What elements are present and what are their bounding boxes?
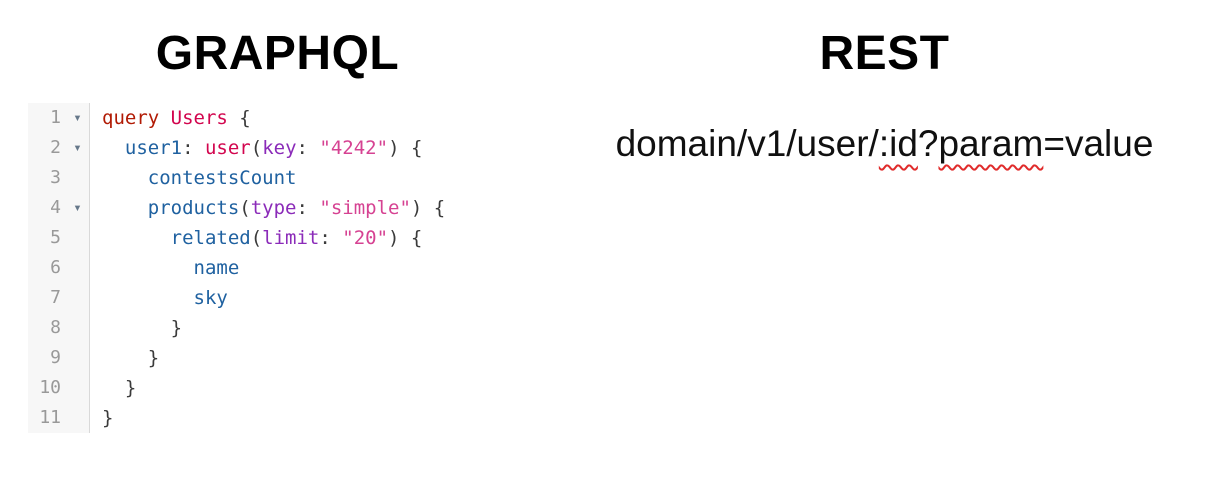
token-punct [102,257,194,279]
code-line: 7 sky [28,283,445,313]
code-line: 2▾ user1: user(key: "4242") { [28,133,445,163]
rest-url: domain/v1/user/:id?param=value [555,123,1214,165]
token-punct: } [102,317,183,339]
graphql-panel: GRAPHQL 1▾query Users {2▾ user1: user(ke… [0,0,555,482]
code-text: sky [90,283,228,313]
token-punct [102,197,148,219]
token-keyword: query [102,107,160,129]
url-segment: ? [917,123,939,165]
fold-gutter-empty [66,373,90,403]
url-segment-misspelled: :id [878,123,918,165]
token-punct [102,227,171,249]
code-editor[interactable]: 1▾query Users {2▾ user1: user(key: "4242… [28,103,445,433]
fold-arrow-icon[interactable]: ▾ [66,103,90,133]
token-def: user [204,137,251,159]
line-number: 3 [28,163,66,193]
token-property: related [170,227,251,249]
token-property: name [193,257,240,279]
line-number: 8 [28,313,66,343]
code-text: products(type: "simple") { [90,193,445,223]
token-property: sky [193,287,228,309]
token-property: contestsCount [147,167,297,189]
code-line: 8 } [28,313,445,343]
code-line: 11} [28,403,445,433]
code-text: contestsCount [90,163,297,193]
code-line: 9 } [28,343,445,373]
fold-gutter-empty [66,163,90,193]
token-punct: ( [250,137,263,159]
code-line: 6 name [28,253,445,283]
token-attribute: limit [262,227,320,249]
code-text: } [90,313,182,343]
token-punct: ( [239,197,251,219]
url-segment-misspelled: param [938,123,1044,165]
code-text: user1: user(key: "4242") { [90,133,423,163]
token-property: products [147,197,240,219]
line-number: 9 [28,343,66,373]
code-text: } [90,403,113,433]
token-attribute: type [250,197,297,219]
token-punct: : [319,227,343,249]
code-line: 3 contestsCount [28,163,445,193]
token-punct: } [102,377,137,399]
line-number: 10 [28,373,66,403]
token-punct [159,107,170,129]
token-property: user1 [124,137,183,159]
token-punct: ) { [388,227,423,249]
fold-arrow-icon[interactable]: ▾ [66,193,90,223]
token-punct: : [296,197,320,219]
code-text: name [90,253,240,283]
line-number: 4 [28,193,66,223]
token-punct [102,167,148,189]
token-string: "simple" [319,197,411,219]
token-string: "20" [342,227,389,249]
token-string: "4242" [319,137,389,159]
token-punct [102,137,125,159]
fold-gutter-empty [66,223,90,253]
fold-arrow-icon[interactable]: ▾ [66,133,90,163]
fold-gutter-empty [66,313,90,343]
line-number: 2 [28,133,66,163]
line-number: 1 [28,103,66,133]
code-line: 5 related(limit: "20") { [28,223,445,253]
token-def: Users [170,107,228,129]
code-text: } [90,373,136,403]
url-segment: =value [1043,123,1154,165]
url-segment: domain/v1/user/ [615,123,879,165]
fold-gutter-empty [66,343,90,373]
line-number: 7 [28,283,66,313]
token-punct: ( [250,227,263,249]
fold-gutter-empty [66,403,90,433]
token-punct: : [182,137,205,159]
token-punct: { [227,107,251,129]
token-punct: ) { [410,197,446,219]
line-number: 11 [28,403,66,433]
token-punct: : [296,137,320,159]
code-line: 4▾ products(type: "simple") { [28,193,445,223]
code-text: related(limit: "20") { [90,223,423,253]
line-number: 5 [28,223,66,253]
token-punct: ) { [388,137,423,159]
code-text: query Users { [90,103,251,133]
token-punct [102,287,194,309]
graphql-title: GRAPHQL [155,27,400,80]
code-text: } [90,343,159,373]
token-punct: } [102,347,160,369]
code-line: 1▾query Users { [28,103,445,133]
token-attribute: key [262,137,297,159]
rest-panel: REST domain/v1/user/:id?param=value [555,0,1214,482]
fold-gutter-empty [66,283,90,313]
code-line: 10 } [28,373,445,403]
line-number: 6 [28,253,66,283]
fold-gutter-empty [66,253,90,283]
token-punct: } [102,407,114,429]
rest-title: REST [819,27,950,80]
